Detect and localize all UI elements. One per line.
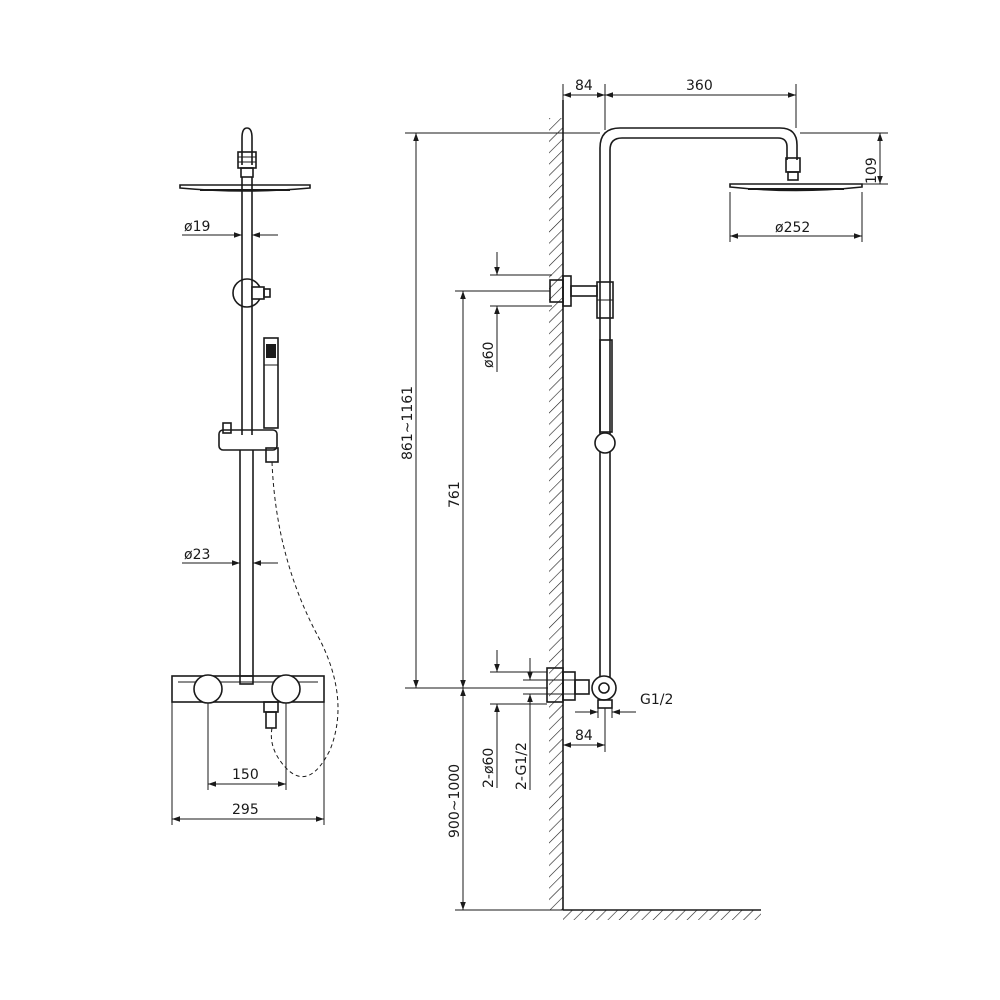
riser-height-label: 761 <box>447 481 463 508</box>
left-handle <box>193 674 223 704</box>
head-diameter-label: ø252 <box>775 220 810 236</box>
flange-diameter-label: 2-ø60 <box>481 748 497 788</box>
install-height-label: 900~1000 <box>447 764 463 838</box>
dim-inlet-thread: 2-G1/2 <box>514 658 575 790</box>
inlet-thread-label: 2-G1/2 <box>514 742 530 790</box>
arm-offset-label: 84 <box>575 78 593 94</box>
floor-hatch <box>563 910 761 920</box>
dim-flange-diameter: 2-ø60 <box>481 650 547 788</box>
dim-arm-length: 360 <box>605 78 797 128</box>
side-shower-head <box>729 183 863 192</box>
bracket-diameter-label: ø60 <box>481 342 497 368</box>
outlet-thread-label: G1/2 <box>640 692 673 708</box>
dim-inlet-spacing: 150 <box>207 703 287 790</box>
wall-hatch <box>549 118 563 910</box>
dim-head-diameter: ø252 <box>729 192 863 242</box>
front-view: ø19 ø23 150 295 <box>171 127 339 825</box>
front-head-nut <box>237 151 257 169</box>
dim-bottom-offset: 84 <box>563 708 606 752</box>
dim-riser-height: 761 <box>447 290 550 688</box>
dim-upper-pipe: ø19 <box>182 219 278 238</box>
side-view: 84 360 109 ø252 861~1161 <box>400 78 888 920</box>
valve-width-label: 295 <box>232 802 259 818</box>
arm-length-label: 360 <box>686 78 713 94</box>
side-slide-holder <box>594 432 616 454</box>
side-hand-shower <box>599 339 613 433</box>
dim-install-height: 900~1000 <box>447 688 563 911</box>
dim-total-height: 861~1161 <box>400 132 600 689</box>
head-drop-label: 109 <box>864 157 880 184</box>
upper-pipe-diameter-label: ø19 <box>184 219 210 235</box>
front-gooseneck <box>241 127 253 165</box>
inlet-spacing-label: 150 <box>232 767 259 783</box>
hose-outlet <box>263 701 279 713</box>
top-wall-bracket <box>562 275 572 307</box>
dim-lower-pipe: ø23 <box>182 547 278 566</box>
shower-hose <box>270 461 339 778</box>
slide-holder <box>218 429 278 451</box>
dim-outlet-thread: G1/2 <box>575 692 673 718</box>
hand-shower <box>263 337 279 429</box>
dim-valve-width: 295 <box>171 702 325 825</box>
dim-arm-offset: 84 <box>562 78 606 130</box>
total-height-label: 861~1161 <box>400 386 416 460</box>
right-handle <box>271 674 301 704</box>
lower-pipe-diameter-label: ø23 <box>184 547 210 563</box>
bottom-offset-label: 84 <box>575 728 593 744</box>
side-valve-body <box>591 675 617 701</box>
dim-bracket-diameter: ø60 <box>481 252 552 372</box>
dim-head-drop: 109 <box>800 132 888 185</box>
side-arm <box>599 127 798 290</box>
